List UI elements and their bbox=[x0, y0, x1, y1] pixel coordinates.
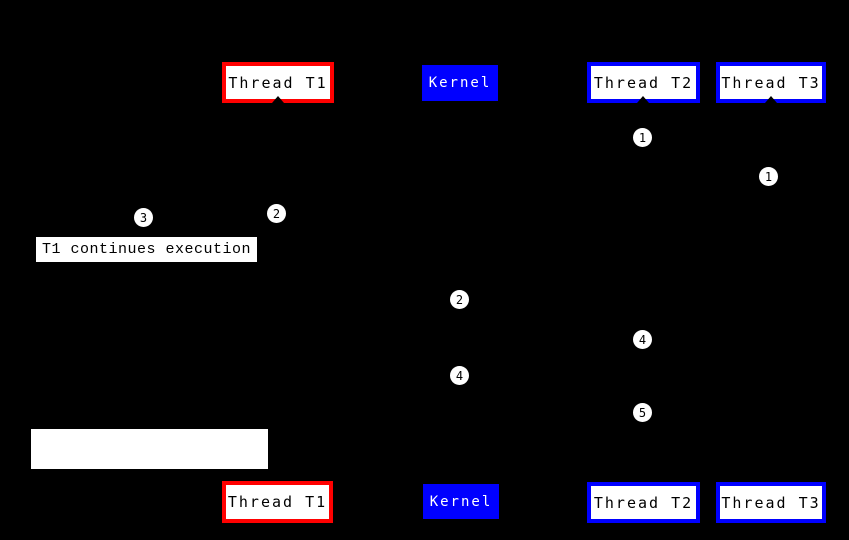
arrowhead-notch-t3-top bbox=[765, 96, 777, 103]
blank-label-box bbox=[31, 429, 268, 469]
step-circle-5-t2: 5 bbox=[633, 403, 652, 422]
arrowhead-notch-t1-top bbox=[272, 96, 284, 103]
kernel-box-bottom: Kernel bbox=[423, 484, 499, 519]
t1-continues-execution-label: T1 continues execution bbox=[36, 237, 257, 262]
arrowhead-notch-t2-top bbox=[637, 96, 649, 103]
thread-t1-box-bottom: Thread T1 bbox=[222, 481, 333, 523]
step-number: 3 bbox=[139, 210, 148, 225]
step-number: 2 bbox=[455, 292, 464, 307]
thread-t3-box-bottom: Thread T3 bbox=[716, 482, 826, 523]
step-circle-2-kernel: 2 bbox=[450, 290, 469, 309]
thread-t2-label-bottom: Thread T2 bbox=[593, 493, 694, 512]
thread-t3-label-top: Thread T3 bbox=[721, 73, 821, 92]
step-circle-4-t2: 4 bbox=[633, 330, 652, 349]
kernel-label-top: Kernel bbox=[428, 75, 492, 91]
step-circle-2-t1: 2 bbox=[267, 204, 286, 223]
thread-t2-label-top: Thread T2 bbox=[593, 73, 694, 92]
annotation-text: T1 continues execution bbox=[41, 241, 252, 258]
step-number: 1 bbox=[638, 130, 647, 145]
thread-t3-label-bottom: Thread T3 bbox=[721, 493, 821, 512]
step-circle-3: 3 bbox=[134, 208, 153, 227]
thread-t1-label-top: Thread T1 bbox=[228, 73, 328, 92]
step-circle-1-t3: 1 bbox=[759, 167, 778, 186]
step-number: 1 bbox=[764, 169, 773, 184]
step-number: 4 bbox=[638, 332, 647, 347]
step-circle-4-kernel: 4 bbox=[450, 366, 469, 385]
step-circle-1-t2: 1 bbox=[633, 128, 652, 147]
kernel-label-bottom: Kernel bbox=[429, 493, 493, 510]
thread-t1-label-bottom: Thread T1 bbox=[227, 493, 328, 511]
step-number: 4 bbox=[455, 368, 464, 383]
thread-t2-box-bottom: Thread T2 bbox=[587, 482, 700, 523]
step-number: 2 bbox=[272, 206, 281, 221]
kernel-box-top: Kernel bbox=[422, 65, 498, 101]
step-number: 5 bbox=[638, 405, 647, 420]
